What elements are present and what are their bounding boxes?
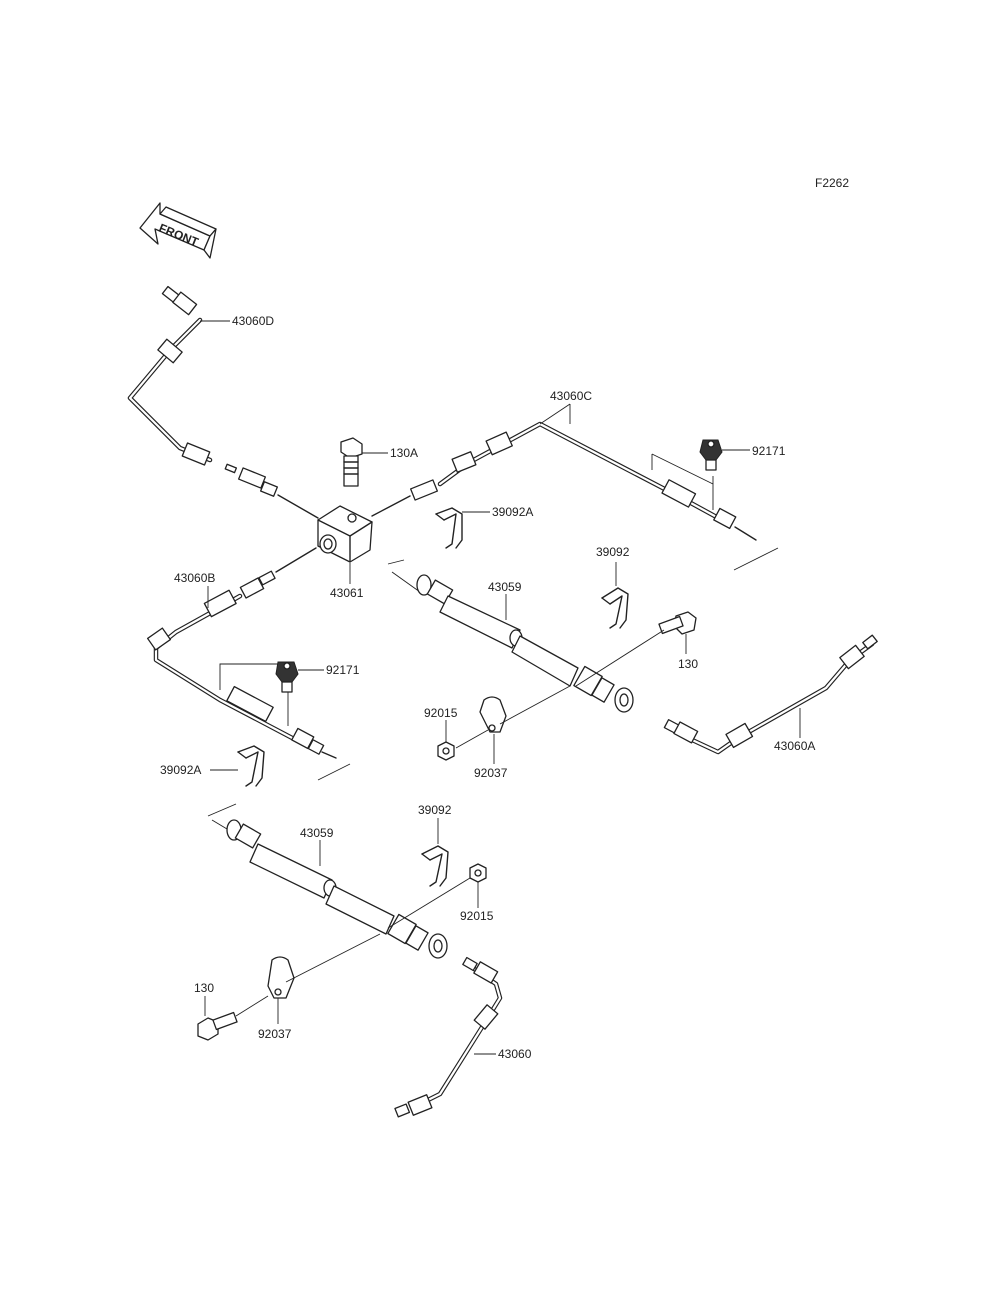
- label-43060b: 43060B: [174, 571, 215, 585]
- clamp-92037-upper: 92037: [455, 685, 571, 780]
- brake-light-switch-92171-left: 92171: [275, 661, 360, 693]
- hose-43060: 43060: [394, 956, 532, 1118]
- bolt-130-upper: 130: [575, 611, 698, 687]
- label-130a-bolt: 130A: [390, 446, 418, 460]
- label-39092a-upper: 39092A: [492, 505, 533, 519]
- nut-92015-lower: 92015: [387, 863, 494, 929]
- hose-43060a: 43060A: [663, 634, 878, 755]
- label-43060c: 43060C: [550, 389, 592, 403]
- label-39092-upper: 39092: [596, 545, 630, 559]
- label-43061: 43061: [330, 586, 364, 600]
- label-92171-left: 92171: [326, 663, 360, 677]
- brake-joint-43061: 43061: [317, 505, 373, 600]
- hose-43060b: 43060B: [146, 547, 351, 781]
- hose-43059-lower: 43059: [207, 803, 448, 959]
- label-43060: 43060: [498, 1047, 532, 1061]
- label-92037-lower: 92037: [258, 1027, 292, 1041]
- clip-39092a-lower: 39092A: [160, 745, 265, 787]
- label-43059-lower: 43059: [300, 826, 334, 840]
- clamp-92037-lower: 92037: [258, 933, 381, 1041]
- figure-code: F2262: [815, 176, 849, 190]
- label-130-lower: 130: [194, 981, 214, 995]
- nut-92015-upper: 92015: [424, 706, 458, 761]
- brake-light-switch-92171-right: 92171: [699, 439, 786, 471]
- label-130-upper: 130: [678, 657, 698, 671]
- label-39092a-lower: 39092A: [160, 763, 201, 777]
- hose-fitting-upper-left: [224, 463, 319, 519]
- hose-43059-upper: 43059: [387, 559, 634, 713]
- label-92015-upper: 92015: [424, 706, 458, 720]
- clip-39092-upper: 39092: [596, 545, 630, 629]
- label-43060d: 43060D: [232, 314, 274, 328]
- bolt-130-lower: 130: [194, 981, 269, 1041]
- label-43060a: 43060A: [774, 739, 815, 753]
- clip-39092a-upper: 39092A: [435, 505, 533, 549]
- label-92171-right: 92171: [752, 444, 786, 458]
- label-92015-lower: 92015: [460, 909, 494, 923]
- hose-43060c: 43060C: [371, 389, 779, 571]
- label-43059-upper: 43059: [488, 580, 522, 594]
- front-arrow-icon: FRONT: [139, 202, 217, 259]
- hose-43060d: 43060D: [127, 285, 274, 466]
- label-39092-lower: 39092: [418, 803, 452, 817]
- clip-39092-lower: 39092: [418, 803, 452, 887]
- label-92037-upper: 92037: [474, 766, 508, 780]
- bolt-130a: 130A: [340, 437, 418, 487]
